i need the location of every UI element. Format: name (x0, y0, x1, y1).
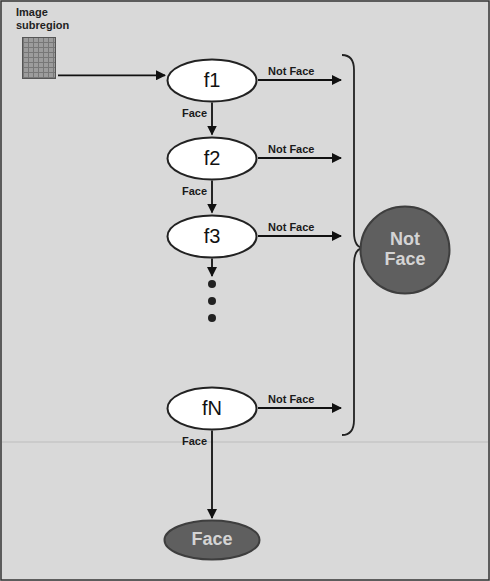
edge-label: Face (182, 107, 207, 119)
classifier-oval: f1 (166, 58, 258, 103)
classifier-oval: f3 (166, 214, 258, 259)
arrow-connector (258, 235, 341, 237)
edge-label: Not Face (268, 143, 314, 155)
arrow-connector (58, 74, 165, 76)
arrow-connector (258, 407, 341, 409)
arrow-connector (258, 79, 341, 81)
result-label: Not Face (374, 230, 436, 270)
arrow-connector (211, 181, 213, 213)
arrow-connector (211, 431, 213, 519)
edge-label: Face (182, 435, 207, 447)
classifier-oval: fN (166, 386, 258, 431)
classifier-name: fN (202, 397, 222, 420)
classifier-name: f3 (204, 225, 221, 248)
arrow-connector (211, 103, 213, 135)
arrow-connector (258, 157, 341, 159)
image-subregion: Image subregion (16, 6, 80, 79)
scan-line (2, 442, 488, 443)
ellipsis-dot (208, 314, 216, 322)
classifier-oval: f2 (166, 136, 258, 181)
image-grid (22, 37, 56, 79)
edge-label: Not Face (268, 65, 314, 77)
classifier-name: f1 (204, 69, 221, 92)
arrow-connector (211, 259, 213, 277)
edge-label: Face (182, 185, 207, 197)
edge-label: Not Face (268, 393, 314, 405)
result-oval: Not Face (359, 205, 451, 295)
result-oval: Face (163, 519, 261, 561)
classifier-name: f2 (204, 147, 221, 170)
result-label: Face (191, 530, 232, 550)
edge-label: Not Face (268, 221, 314, 233)
ellipsis-dot (208, 297, 216, 305)
image-label: Image subregion (16, 6, 80, 31)
ellipsis-dot (208, 280, 216, 288)
